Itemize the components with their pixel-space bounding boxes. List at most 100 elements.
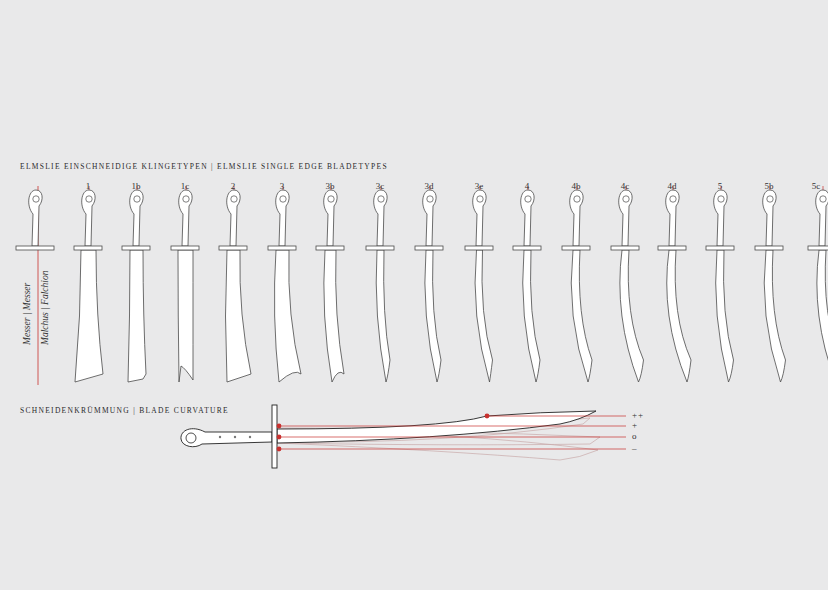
hilt bbox=[619, 190, 632, 246]
hilt bbox=[666, 190, 679, 246]
crossguard bbox=[219, 246, 247, 250]
pommel-ring bbox=[574, 196, 580, 202]
type-number: 3 bbox=[280, 181, 285, 191]
type-group-label: Messer | Messer bbox=[22, 283, 32, 345]
hilt bbox=[570, 190, 583, 246]
type-number: 1b bbox=[132, 181, 141, 191]
pommel-ring bbox=[427, 196, 433, 202]
blade bbox=[128, 250, 146, 382]
crossguard bbox=[513, 246, 541, 250]
blade-type bbox=[171, 186, 199, 382]
blade bbox=[764, 250, 785, 382]
hilt bbox=[276, 190, 289, 246]
blade bbox=[716, 250, 734, 382]
blade-type bbox=[219, 186, 251, 382]
curvature-mark: + bbox=[632, 420, 638, 430]
hilt bbox=[227, 190, 240, 246]
crossguard bbox=[272, 405, 277, 468]
type-number: 2 bbox=[231, 181, 236, 191]
hilt bbox=[374, 190, 387, 246]
type-number: 3b bbox=[326, 181, 335, 191]
pommel-ring bbox=[670, 196, 676, 202]
crossguard bbox=[808, 246, 828, 250]
blade-type bbox=[611, 186, 644, 382]
blade bbox=[226, 250, 252, 382]
hilt bbox=[423, 190, 436, 246]
blade bbox=[817, 250, 828, 382]
reference-dot bbox=[277, 435, 282, 440]
blade bbox=[178, 250, 193, 382]
hilt bbox=[29, 190, 42, 246]
type-number: 4 bbox=[525, 181, 530, 191]
crossguard bbox=[755, 246, 783, 250]
blade bbox=[274, 250, 301, 382]
type-number: 4b bbox=[572, 181, 581, 191]
hilt bbox=[130, 190, 143, 246]
blade-type bbox=[706, 186, 734, 382]
blade bbox=[667, 250, 691, 382]
type-number: 5b bbox=[765, 181, 774, 191]
type-group-label: Malchus | Falchion bbox=[40, 271, 50, 345]
blade bbox=[523, 250, 540, 382]
hilt bbox=[181, 429, 272, 447]
blade-type bbox=[316, 186, 344, 382]
crossguard bbox=[268, 246, 296, 250]
pommel-ring bbox=[328, 196, 334, 202]
curvature-mark: – bbox=[632, 443, 638, 453]
reference-dot bbox=[485, 414, 490, 419]
pommel-ring bbox=[623, 196, 629, 202]
blade bbox=[475, 250, 492, 382]
blade-type bbox=[268, 186, 301, 382]
crossguard bbox=[611, 246, 639, 250]
section-heading: ELMSLIE EINSCHNEIDIGE KLINGETYPEN | ELMS… bbox=[20, 162, 388, 171]
blade-type bbox=[755, 186, 786, 382]
type-number: 3d bbox=[425, 181, 434, 191]
crossguard bbox=[316, 246, 344, 250]
curvature-diagram bbox=[181, 405, 626, 468]
hilt bbox=[521, 190, 534, 246]
hilt bbox=[816, 190, 828, 246]
blade-type bbox=[122, 186, 150, 382]
type-number: 5 bbox=[718, 181, 723, 191]
crossguard bbox=[16, 246, 54, 250]
rivet bbox=[249, 436, 251, 438]
reference-dot bbox=[277, 424, 282, 429]
blade bbox=[620, 250, 644, 382]
reference-dot bbox=[277, 447, 282, 452]
hilt bbox=[763, 190, 776, 246]
crossguard bbox=[171, 246, 199, 250]
section-heading: SCHNEIDENKRÜMMUNG | BLADE CURVATURE bbox=[20, 406, 229, 415]
reference-line bbox=[279, 426, 626, 427]
blade-type bbox=[658, 186, 691, 382]
pommel-ring bbox=[477, 196, 483, 202]
pommel-ring bbox=[378, 196, 384, 202]
pommel-ring bbox=[525, 196, 531, 202]
crossguard bbox=[465, 246, 493, 250]
blade-type bbox=[74, 186, 103, 382]
pommel-ring bbox=[186, 433, 196, 443]
crossguard bbox=[74, 246, 102, 250]
blade-type bbox=[366, 186, 394, 382]
type-number: 4c bbox=[621, 181, 630, 191]
pommel-ring bbox=[767, 196, 773, 202]
blade bbox=[376, 250, 390, 382]
pommel-ring bbox=[280, 196, 286, 202]
type-number: 3c bbox=[376, 181, 385, 191]
reference-line bbox=[279, 449, 626, 450]
pommel-ring bbox=[134, 196, 140, 202]
crossguard bbox=[366, 246, 394, 250]
type-number: 1 bbox=[86, 181, 91, 191]
blade bbox=[75, 250, 103, 382]
blade-row bbox=[16, 186, 828, 385]
blade-type bbox=[415, 186, 443, 382]
blade bbox=[425, 250, 441, 382]
blade-type bbox=[562, 186, 592, 382]
crossguard bbox=[706, 246, 734, 250]
pommel-ring bbox=[86, 196, 92, 202]
pommel-ring bbox=[231, 196, 237, 202]
curvature-mark: ++ bbox=[632, 410, 644, 420]
hilt bbox=[82, 190, 95, 246]
pommel-ring bbox=[183, 196, 189, 202]
